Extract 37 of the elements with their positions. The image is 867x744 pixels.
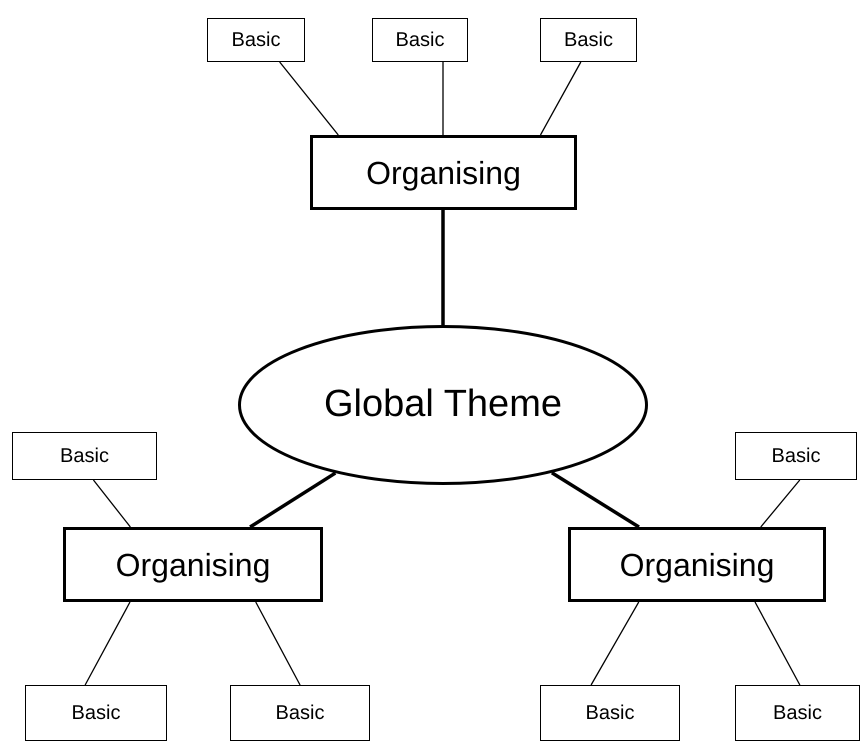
connector-line bbox=[442, 62, 444, 135]
basic-label: Basic bbox=[60, 444, 109, 468]
basic-box bbox=[207, 18, 305, 62]
connector-line bbox=[279, 62, 339, 136]
basic-label: Basic bbox=[72, 700, 120, 726]
basic-box bbox=[540, 685, 680, 741]
organising-label: Organising bbox=[116, 546, 270, 584]
connector-line bbox=[255, 602, 301, 686]
connector-line bbox=[590, 602, 640, 686]
basic-label: Basic bbox=[396, 28, 444, 52]
basic-box bbox=[735, 432, 857, 480]
basic-box bbox=[372, 18, 468, 62]
connector-line bbox=[92, 480, 131, 528]
organising-label: Organising bbox=[366, 154, 521, 192]
connector-line bbox=[441, 210, 445, 325]
connector-line bbox=[550, 471, 640, 528]
connector-line bbox=[249, 472, 336, 528]
basic-box bbox=[735, 685, 860, 741]
basic-label: Basic bbox=[773, 700, 822, 726]
theme-label: Global Theme bbox=[324, 382, 562, 428]
basic-label: Basic bbox=[232, 28, 280, 52]
organising-label: Organising bbox=[620, 546, 774, 584]
basic-label: Basic bbox=[564, 28, 613, 52]
basic-box bbox=[25, 685, 167, 741]
connector-line bbox=[754, 602, 800, 686]
basic-label: Basic bbox=[586, 700, 634, 726]
basic-box bbox=[540, 18, 637, 62]
basic-label: Basic bbox=[276, 700, 324, 726]
connector-line bbox=[540, 62, 582, 136]
connector-line bbox=[84, 602, 131, 686]
basic-box bbox=[12, 432, 157, 480]
basic-label: Basic bbox=[772, 444, 820, 468]
basic-box bbox=[230, 685, 370, 741]
connector-line bbox=[760, 480, 800, 528]
organising-box bbox=[63, 527, 323, 602]
organising-box bbox=[568, 527, 826, 602]
organising-box bbox=[310, 135, 577, 210]
